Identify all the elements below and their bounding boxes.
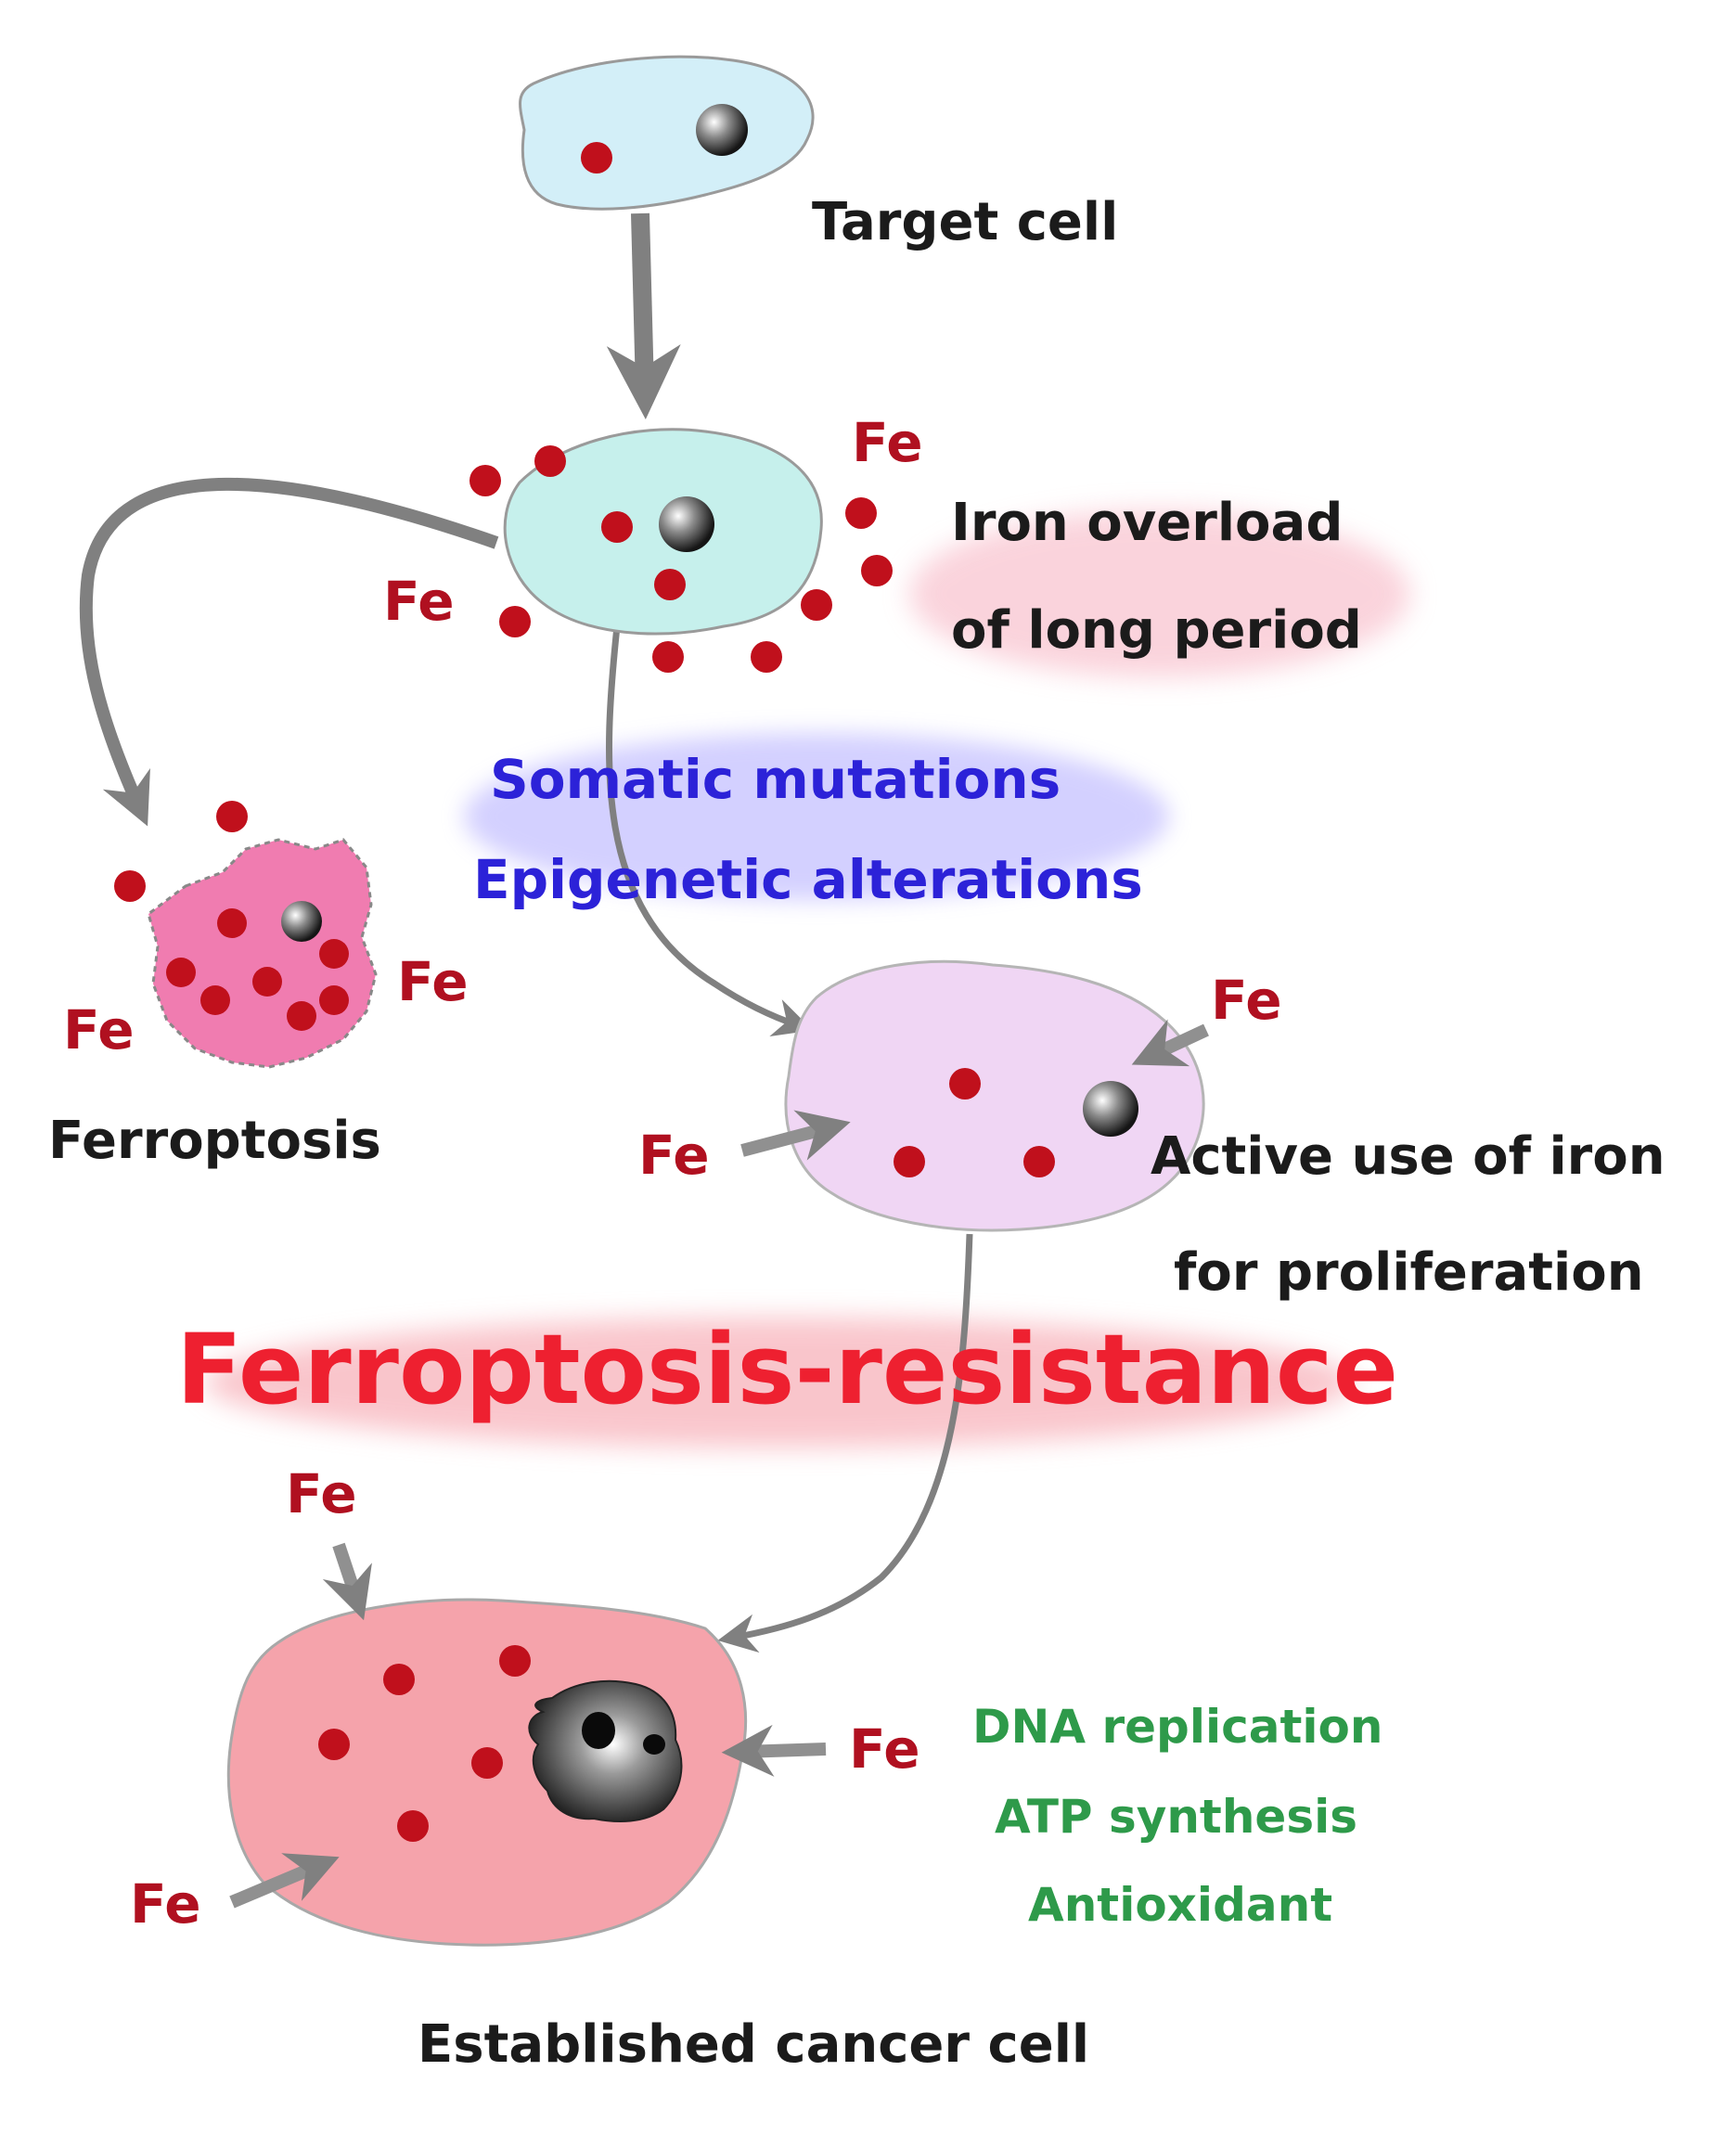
fe-label: Fe (130, 1872, 201, 1936)
mutations-glow (464, 733, 1169, 900)
fe-uptake-arrow (229, 1853, 340, 1909)
iron-overload-cell (469, 428, 893, 673)
iron-dot (751, 641, 782, 673)
target-cell-body (519, 55, 815, 211)
iron-dot (471, 1747, 503, 1779)
iron-dot (861, 555, 893, 586)
label-ferroptosis: Ferroptosis (48, 1111, 381, 1171)
nucleolus (582, 1712, 615, 1749)
fe-label: Fe (1211, 969, 1282, 1032)
label-atp-synthesis: ATP synthesis (995, 1790, 1357, 1844)
fe-label: Fe (849, 1717, 920, 1781)
iron-dot (383, 1664, 415, 1695)
proliferating-cell-nucleus (1083, 1081, 1138, 1137)
nucleolus (643, 1734, 665, 1755)
iron-dot (499, 606, 531, 637)
fe-uptake-arrow (322, 1542, 372, 1621)
iron-dot (114, 870, 146, 902)
target-cell-nucleus (696, 104, 748, 156)
iron-dot (216, 801, 248, 832)
label-ferroptosis-resistance: Ferroptosis-resistance (176, 1313, 1398, 1426)
iron-dot (499, 1645, 531, 1677)
label-active-use-2: for proliferation (1174, 1242, 1644, 1303)
text-glows (204, 510, 1410, 1447)
iron-dot (287, 1001, 316, 1031)
fe-label: Fe (63, 998, 135, 1061)
proliferating-cell (740, 959, 1209, 1232)
proliferating-cell-body (784, 959, 1205, 1232)
iron-dot (469, 465, 501, 496)
iron-dot (534, 445, 566, 477)
iron-dot (397, 1810, 429, 1842)
label-established-cancer-cell: Established cancer cell (418, 2014, 1089, 2075)
fe-label: Fe (852, 411, 923, 474)
fe-uptake-arrow (1131, 1019, 1209, 1067)
iron-dot (894, 1146, 925, 1177)
iron-dot (654, 569, 686, 600)
arrow-proliferating-to-cancer (717, 1233, 973, 1653)
target-cell (519, 55, 815, 211)
iron-dot (217, 908, 247, 938)
cancer-cell-nucleus (528, 1679, 683, 1822)
cancer-cell (226, 1542, 827, 1947)
fe-uptake-arrow (721, 1724, 827, 1777)
iron-dot (200, 985, 230, 1015)
arrow-target-to-overload (606, 212, 681, 419)
iron-dot (949, 1068, 981, 1100)
arrow-overload-to-ferroptosis (79, 477, 499, 827)
label-dna-replication: DNA replication (972, 1700, 1382, 1754)
iron-dot (252, 967, 282, 997)
iron-dot (318, 1729, 350, 1760)
label-iron-overload-1: Iron overload (951, 493, 1343, 553)
label-epigenetic-alterations: Epigenetic alterations (473, 848, 1143, 911)
label-antioxidant: Antioxidant (1028, 1878, 1332, 1932)
ferroptosis-cell-nucleus (281, 901, 322, 942)
overload-glow (909, 510, 1410, 677)
fe-label: Fe (397, 950, 469, 1013)
label-iron-overload-2: of long period (951, 600, 1362, 661)
resistance-glow (204, 1318, 1355, 1447)
fe-uptake-arrow (740, 1110, 851, 1161)
labels: Target cell Iron overload of long period… (48, 192, 1665, 2075)
iron-dot (601, 511, 633, 543)
iron-dot (581, 142, 612, 174)
iron-dot (166, 958, 196, 987)
label-somatic-mutations: Somatic mutations (490, 748, 1061, 811)
overload-cell-nucleus (659, 496, 714, 552)
ferroptosis-cell (114, 801, 378, 1069)
iron-dot (801, 589, 832, 621)
iron-dot (1023, 1146, 1055, 1177)
iron-dot (652, 641, 684, 673)
label-active-use-1: Active use of iron (1151, 1126, 1665, 1187)
iron-dot (319, 939, 349, 969)
label-target-cell: Target cell (812, 192, 1118, 252)
arrow-overload-to-proliferating (606, 625, 813, 1036)
iron-dot (319, 985, 349, 1015)
arrows (79, 212, 973, 1653)
fe-label: Fe (383, 570, 455, 633)
fe-label: Fe (286, 1462, 357, 1525)
iron-dot (845, 497, 877, 529)
fe-label: Fe (638, 1124, 710, 1187)
